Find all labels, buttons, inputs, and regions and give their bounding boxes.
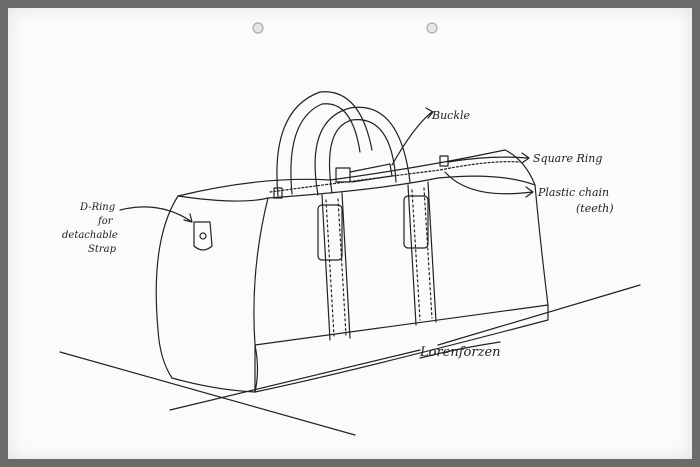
floor-line-right — [438, 285, 640, 345]
floor-line-back — [170, 350, 420, 410]
d-ring — [194, 222, 212, 250]
label-buckle: Buckle — [431, 109, 471, 122]
strap-right — [408, 182, 436, 325]
bag-side-end — [156, 196, 178, 378]
label-d-ring-strap: Strap — [88, 244, 117, 255]
binder-hole-right — [427, 23, 437, 33]
label-d-ring-for: for — [97, 216, 114, 227]
strap-tab-left — [318, 205, 342, 260]
bag-top-panel — [178, 150, 535, 196]
label-plastic-chain-teeth: (teeth) — [576, 202, 614, 215]
binder-hole-left — [253, 23, 263, 33]
label-d-ring: D-Ring — [79, 202, 115, 213]
buckle — [336, 168, 350, 182]
label-plastic-chain: Plastic chain — [537, 186, 609, 199]
signature: Lorenforzen — [419, 345, 501, 360]
label-square-ring: Square Ring — [533, 152, 602, 165]
label-d-ring-detachable: detachable — [62, 230, 118, 241]
strap-left — [322, 193, 350, 340]
arrow-d-ring — [120, 207, 192, 222]
floor-line-left — [60, 352, 355, 435]
buckle-strap — [350, 164, 392, 182]
arrow-plastic-chain — [445, 172, 533, 197]
d-ring-rivet — [200, 233, 206, 239]
